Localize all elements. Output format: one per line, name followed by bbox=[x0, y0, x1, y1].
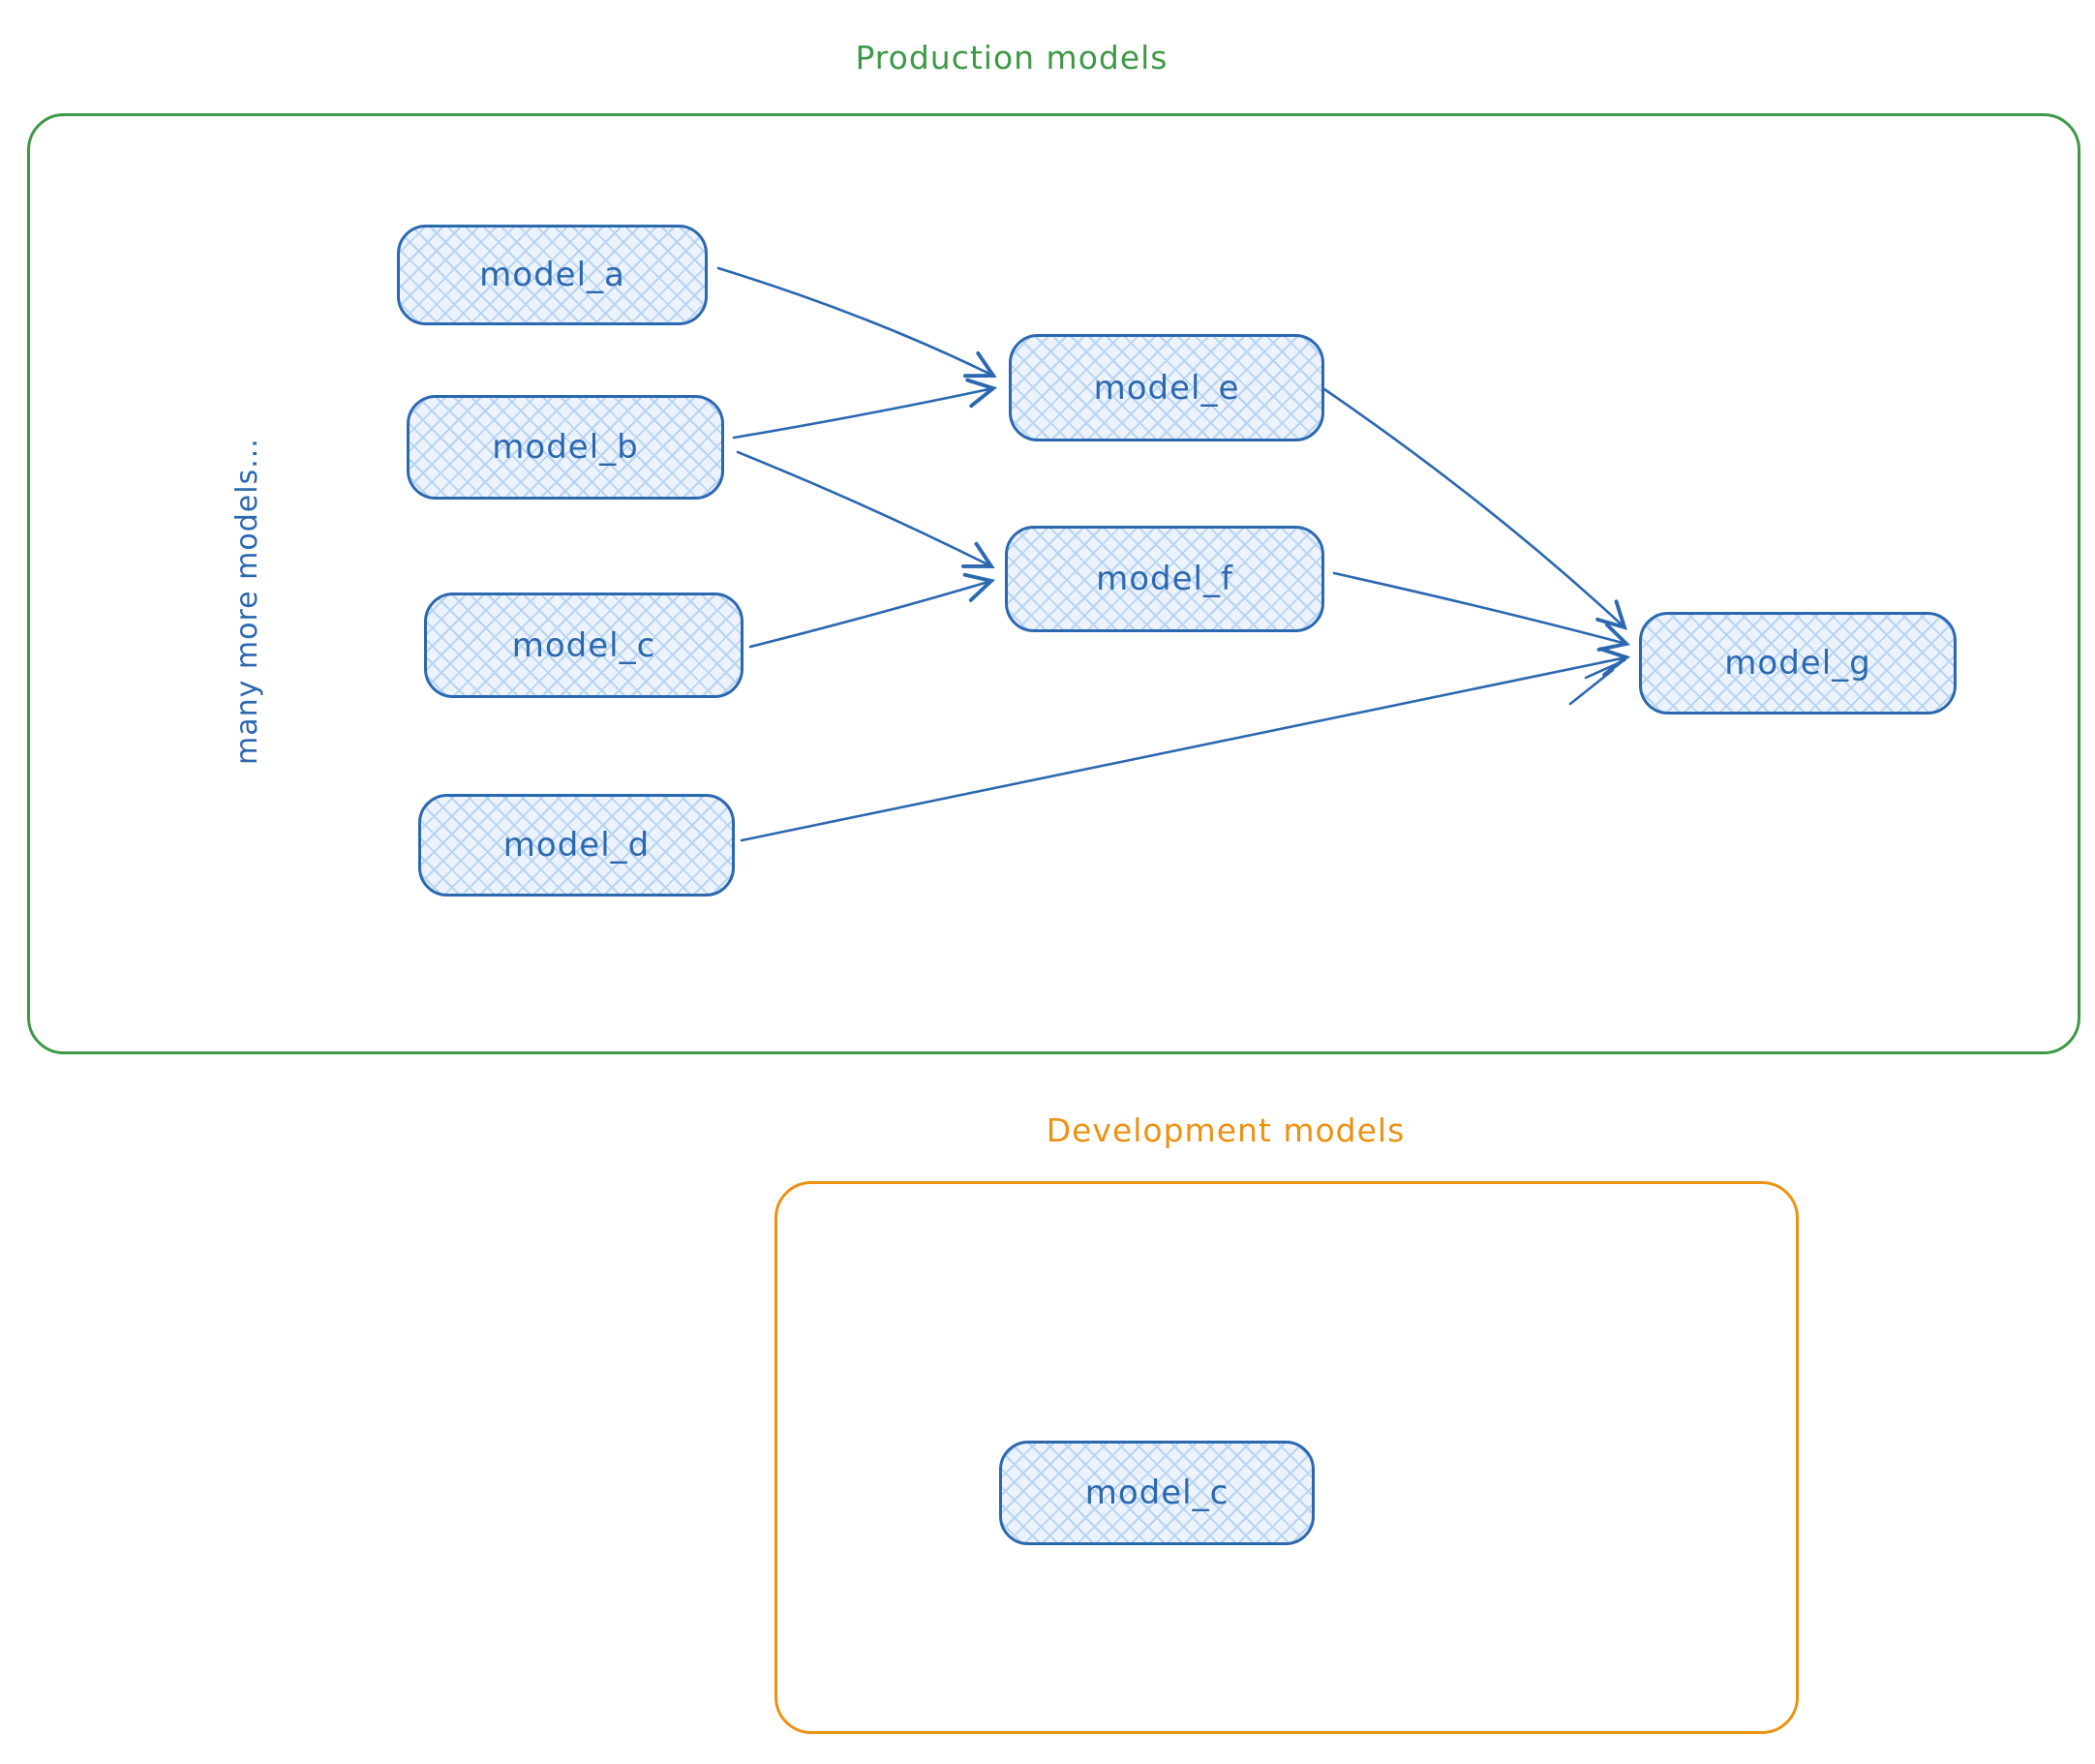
node-model_b: model_b bbox=[407, 395, 724, 500]
node-model_d-label: model_d bbox=[502, 826, 651, 865]
development-models-title: Development models bbox=[1046, 1111, 1406, 1149]
node-model_g-label: model_g bbox=[1724, 644, 1871, 683]
node-model_f: model_f bbox=[1005, 526, 1324, 632]
production-models-title: Production models bbox=[855, 39, 1169, 76]
node-model_a-label: model_a bbox=[479, 256, 625, 294]
node-model_c: model_c bbox=[424, 593, 744, 698]
node-model_e: model_e bbox=[1009, 334, 1324, 441]
node-model_a: model_a bbox=[397, 225, 708, 325]
node-model_b-label: model_b bbox=[492, 428, 639, 467]
production-models-container bbox=[27, 113, 2080, 1054]
node-model_f-label: model_f bbox=[1096, 560, 1233, 598]
node-model_e-label: model_e bbox=[1093, 368, 1240, 408]
node-model_d: model_d bbox=[418, 794, 735, 897]
development-models-container bbox=[774, 1181, 1799, 1734]
node-dev-model_c-label: model_c bbox=[1084, 1474, 1230, 1512]
many-more-models-note: many more models... bbox=[230, 438, 264, 765]
node-model_c-label: model_c bbox=[511, 625, 656, 665]
node-model_g: model_g bbox=[1639, 612, 1957, 715]
node-dev-model_c: model_c bbox=[999, 1441, 1315, 1545]
